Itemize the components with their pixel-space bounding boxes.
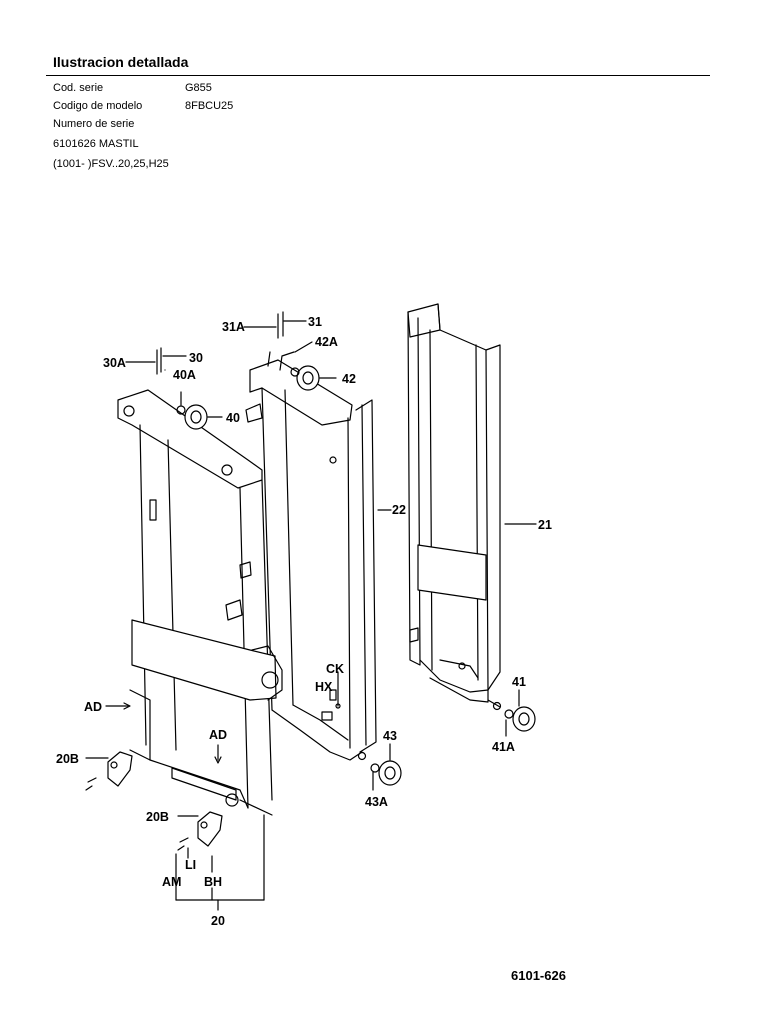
part-line: 6101626 MASTIL: [53, 138, 139, 150]
pins-30-31: [125, 311, 307, 375]
callout-41a: 41A: [492, 740, 515, 754]
figure-number: 6101-626: [511, 968, 566, 983]
callout-li: LI: [185, 858, 196, 872]
callout-40a: 40A: [173, 368, 196, 382]
page-title: Ilustracion detallada: [53, 54, 189, 70]
callout-ad-left: AD: [84, 700, 102, 714]
callout-43: 43: [383, 729, 397, 743]
callout-am: AM: [162, 875, 181, 889]
header-divider: [46, 75, 710, 76]
brackets-20b: [85, 751, 223, 851]
callout-20: 20: [211, 914, 225, 928]
series-code-label: Cod. serie: [53, 82, 104, 94]
callout-41: 41: [512, 675, 526, 689]
callout-ck: CK: [326, 662, 344, 676]
callout-42: 42: [342, 372, 356, 386]
callout-20b-upper: 20B: [56, 752, 79, 766]
callout-31: 31: [308, 315, 322, 329]
leaders-20: [175, 671, 341, 911]
callout-hx: HX: [315, 680, 333, 694]
callout-40: 40: [226, 411, 240, 425]
callout-21: 21: [538, 518, 552, 532]
outer-mast-21: [407, 303, 537, 711]
model-code-label: Codigo de modelo: [53, 100, 143, 112]
callout-30a: 30A: [103, 356, 126, 370]
callout-43a: 43A: [365, 795, 388, 809]
callout-20b-lower: 20B: [146, 810, 169, 824]
model-code-value: 8FBCU25: [185, 100, 234, 112]
callout-42a: 42A: [315, 335, 338, 349]
series-code-value: G855: [185, 82, 212, 94]
callout-ad-center: AD: [209, 728, 227, 742]
callout-22: 22: [392, 503, 406, 517]
carriage-frame: [105, 389, 283, 816]
callout-31a: 31A: [222, 320, 245, 334]
callout-30: 30: [189, 351, 203, 365]
serial-number-label: Numero de serie: [53, 118, 135, 130]
range-line: (1001- )FSV..20,25,H25: [53, 158, 169, 170]
callout-bh: BH: [204, 875, 222, 889]
rollers: [176, 341, 536, 791]
